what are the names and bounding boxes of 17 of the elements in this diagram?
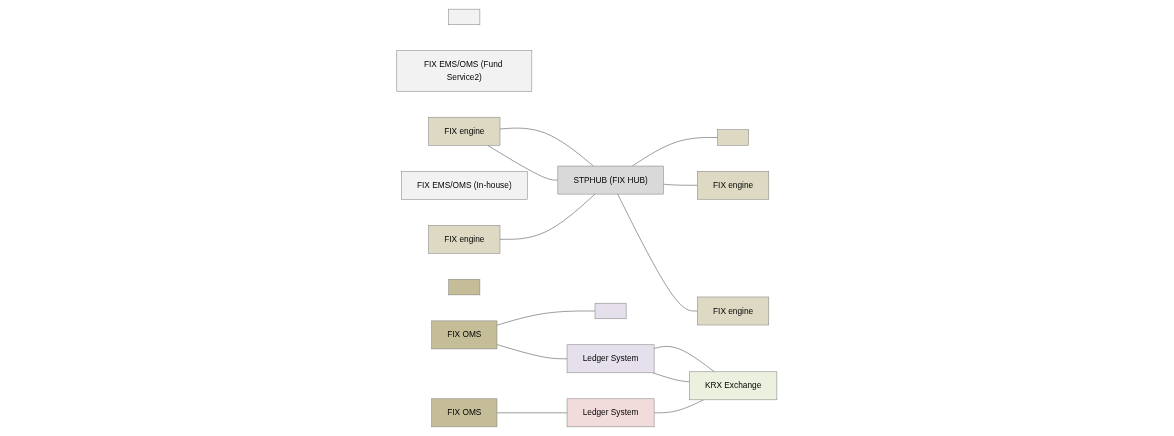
node-box: FIX OMS: [431, 320, 498, 350]
node-box: FIX OMS: [431, 398, 498, 428]
node-box: [448, 279, 481, 296]
node-box: FIX EMS/OMS (Fund Service2): [396, 50, 533, 92]
connector: [499, 193, 596, 240]
node-box: STPHUB (FIX HUB): [557, 165, 664, 195]
node-box: FIX engine: [428, 225, 501, 254]
node-box: Ledger System: [566, 344, 655, 374]
node-box: FIX engine: [697, 296, 770, 326]
node-box: [717, 129, 750, 146]
node-box: FIX engine: [697, 171, 770, 200]
node-box: [448, 8, 481, 25]
node-box: KRX Exchange: [689, 371, 778, 401]
node-box: [594, 302, 627, 320]
node-box: FIX engine: [428, 116, 501, 146]
node-box: FIX EMS/OMS (In-house): [401, 171, 528, 200]
node-box: Ledger System: [566, 398, 655, 428]
